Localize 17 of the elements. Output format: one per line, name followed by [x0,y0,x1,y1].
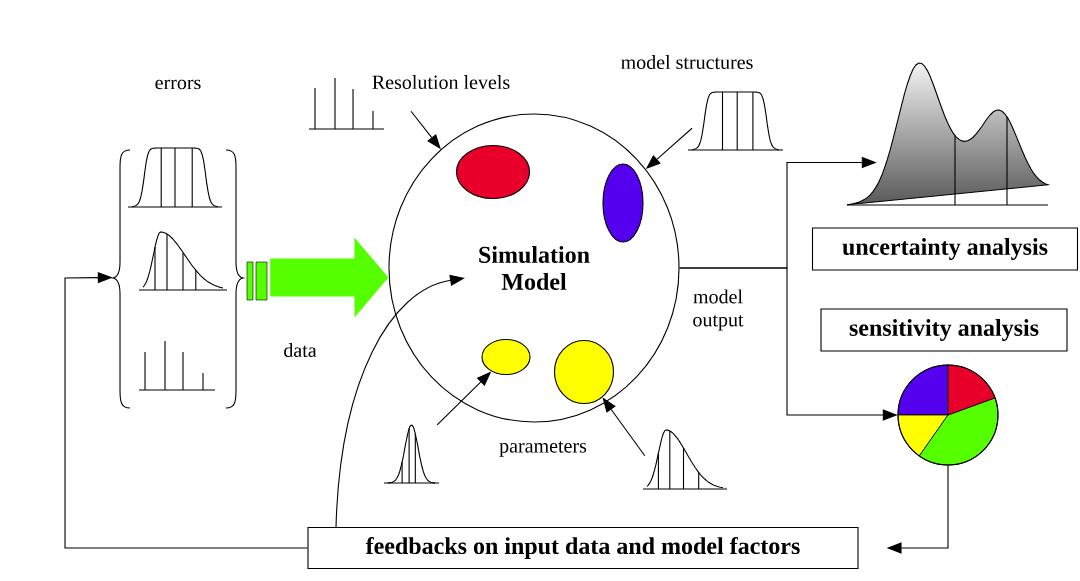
heading: Resolution levels [372,74,510,90]
arrow [64,272,308,549]
heading: model structures [621,54,753,70]
ellipse [602,163,644,243]
label: model output [693,289,744,331]
ellipse [481,338,531,376]
text-box: feedbacks on input data and model factors [307,526,859,570]
ellipse [455,144,531,200]
text-box: sensitivity analysis [820,308,1068,352]
distribution-drawing [642,429,728,490]
text-box: uncertainty analysis [811,227,1079,271]
distribution-drawing [383,424,440,484]
ellipse [553,339,615,405]
edge-label: data [282,341,318,359]
pie-chart-drawing [897,364,999,466]
label: parameters [499,441,587,457]
heading: errors [155,79,201,90]
